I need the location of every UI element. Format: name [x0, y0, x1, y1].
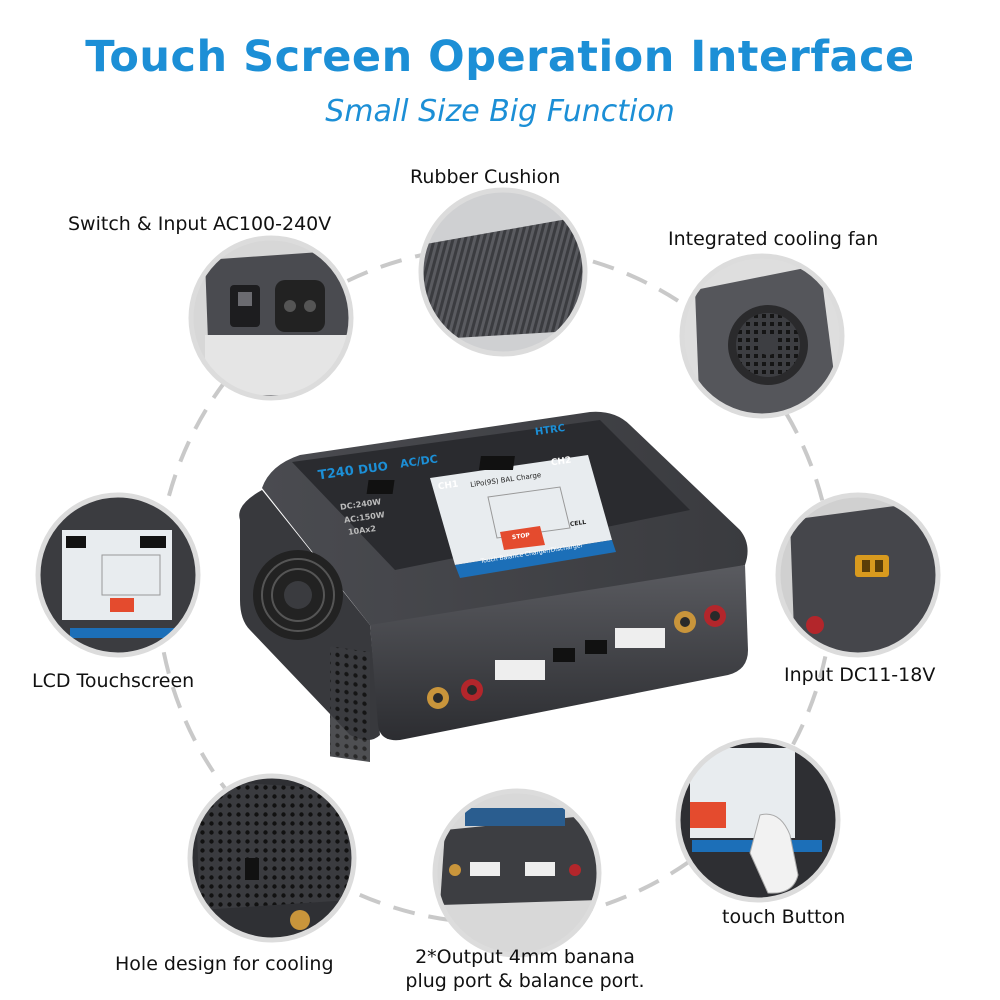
label-lcd-touchscreen: LCD Touchscreen: [32, 670, 195, 692]
page-title: Touch Screen Operation Interface: [85, 32, 915, 82]
bubble-output-ports: [432, 788, 602, 958]
bubble-rubber-cushion: [418, 187, 588, 357]
label-hole-design: Hole design for cooling: [115, 953, 334, 975]
bubble-input-dc: [775, 492, 941, 658]
label-touch-button: touch Button: [722, 906, 846, 928]
bubble-lcd-touchscreen: [35, 492, 201, 658]
label-cooling-fan: Integrated cooling fan: [668, 228, 879, 250]
touchscreen[interactable]: [430, 455, 612, 565]
page-subtitle: Small Size Big Function: [325, 94, 675, 129]
label-rubber-cushion: Rubber Cushion: [410, 166, 561, 188]
stop-button[interactable]: [500, 526, 545, 550]
label-switch-input: Switch & Input AC100-240V: [68, 213, 332, 235]
label-output-line1: 2*Output 4mm banana: [415, 946, 635, 968]
label-output-line2: plug port & balance port.: [405, 970, 645, 992]
bubble-cooling-fan: [679, 253, 845, 419]
balance-socket-1: [495, 660, 545, 680]
bubble-hole-design: [187, 773, 357, 943]
bubble-touch-button: [675, 737, 841, 903]
label-input-dc: Input DC11-18V: [784, 664, 936, 686]
balance-socket-2: [615, 628, 665, 648]
